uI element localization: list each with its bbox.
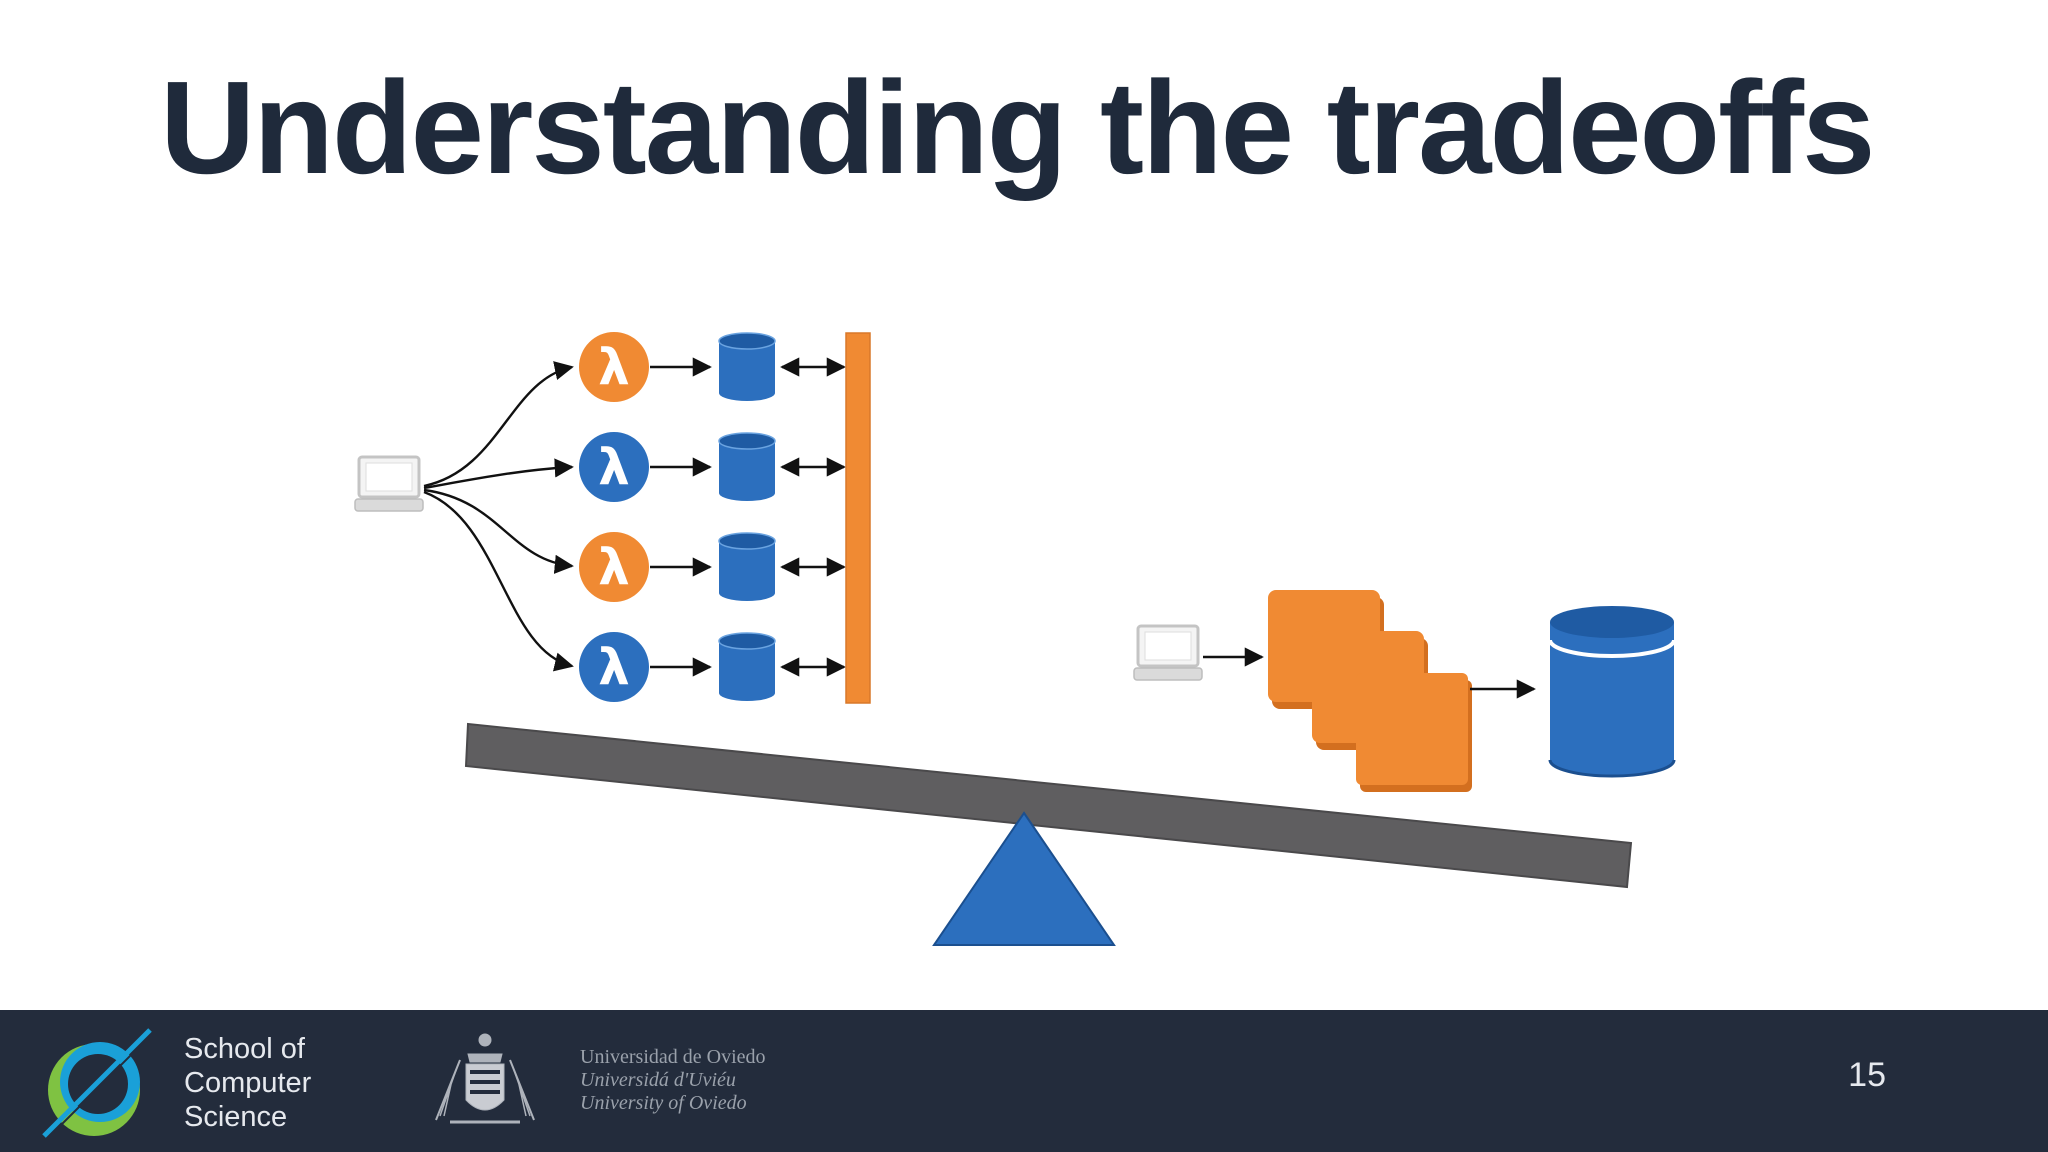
database-icon	[718, 332, 776, 402]
university-name: Universidad de Oviedo Universidá d'Uviéu…	[580, 1046, 766, 1115]
lambda-function-icon-blue: λ	[579, 432, 649, 502]
lambda-function-icon-blue: λ	[579, 632, 649, 702]
database-icon	[718, 632, 776, 702]
central-database-icon	[1548, 606, 1676, 778]
university-name-line: Universidad de Oviedo	[580, 1046, 766, 1068]
lambda-glyph: λ	[598, 638, 630, 696]
school-name-line: School of	[184, 1033, 305, 1065]
client-to-functions-connectors	[423, 361, 574, 672]
lambda-glyph: λ	[598, 338, 630, 396]
school-name-line: Computer	[184, 1067, 312, 1099]
event-bus-bar	[845, 332, 871, 704]
server-instance-icon	[1356, 673, 1472, 792]
school-name: School of Computer Science	[184, 1032, 311, 1134]
client-laptop-icon	[1132, 624, 1204, 682]
slide-title: Understanding the tradeoffs	[160, 54, 1875, 201]
database-to-bus-arrows	[780, 357, 846, 677]
function-to-database-arrows	[650, 357, 712, 677]
database-icon	[718, 532, 776, 602]
lambda-glyph: λ	[598, 538, 630, 596]
school-name-line: Science	[184, 1101, 288, 1133]
seesaw-fulcrum	[932, 811, 1116, 946]
lambda-function-icon-orange: λ	[579, 532, 649, 602]
school-of-computer-science-logo	[42, 1028, 152, 1138]
footer-bar: School of Computer Science Universidad d…	[0, 1010, 2048, 1152]
client-laptop-icon	[353, 455, 425, 513]
university-crest-icon	[435, 1033, 535, 1124]
lambda-glyph: λ	[598, 438, 630, 496]
lambda-function-icon-orange: λ	[579, 332, 649, 402]
database-icon	[718, 432, 776, 502]
university-name-line: University of Oviedo	[580, 1092, 747, 1114]
seesaw-beam	[464, 722, 1633, 889]
tradeoff-diagram: λ λ λ λ	[353, 332, 1676, 946]
university-name-line: Universidá d'Uviéu	[580, 1069, 736, 1091]
page-number: 15	[1848, 1056, 1886, 1094]
